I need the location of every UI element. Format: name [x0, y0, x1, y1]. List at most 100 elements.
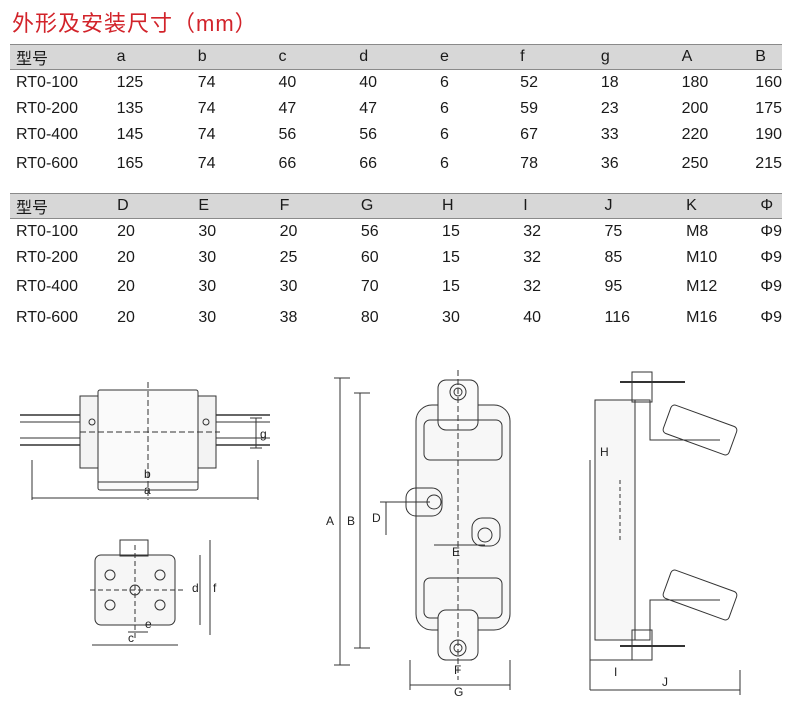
label-f: f	[213, 581, 217, 595]
table-cell: 40	[359, 74, 378, 91]
table-cell: 95	[604, 278, 623, 295]
table-cell: 32	[523, 278, 542, 295]
table-cell: 74	[197, 155, 216, 172]
table-cell: 180	[681, 74, 709, 91]
table-cell: 40	[278, 74, 297, 91]
header-cell: I	[517, 193, 599, 219]
table-row: RT0-100 125 74 40 40 6 52 18 180 160	[10, 70, 782, 97]
dimension-table-1: 型号 a b c d e f g A B RT0-100 125 74 40 4…	[10, 44, 782, 180]
profile-view-drawing	[589, 371, 741, 695]
table-cell: 20	[117, 309, 135, 326]
table-cell: 20	[279, 223, 298, 240]
table-cell: RT0-200	[16, 249, 78, 266]
table-cell: RT0-400	[16, 126, 78, 143]
header-cell: d	[353, 44, 434, 70]
table-cell: 30	[198, 249, 217, 266]
table-cell: 33	[600, 126, 619, 143]
table-cell: 74	[197, 126, 216, 143]
table-cell: 30	[198, 223, 217, 240]
table-cell: RT0-600	[16, 309, 78, 326]
table-cell: 200	[681, 100, 709, 117]
table-cell: 175	[755, 100, 782, 117]
table-cell: 30	[198, 309, 217, 326]
table-cell: M8	[686, 223, 709, 240]
table-cell: 145	[116, 126, 144, 143]
header-cell: g	[594, 44, 676, 70]
table-cell: 85	[604, 249, 623, 266]
header-cell: H	[436, 193, 518, 219]
table-cell: 18	[600, 74, 619, 91]
header-cell: D	[111, 193, 193, 219]
table-cell: 250	[681, 155, 709, 172]
header-cell: b	[191, 44, 273, 70]
table-cell: Φ9	[760, 223, 782, 240]
table-cell: 56	[359, 126, 378, 143]
table-cell: 70	[360, 278, 379, 295]
dimension-drawings: g b a d f e c A B D E F G H I J	[20, 370, 741, 699]
label-G: G	[454, 685, 463, 699]
header-cell: G	[354, 193, 437, 219]
header-cell: c	[272, 44, 354, 70]
table-cell: 32	[523, 223, 542, 240]
table-row: RT0-400 20 30 30 70 15 32 95 M12 Φ9	[10, 271, 782, 303]
table-cell: 38	[279, 309, 298, 326]
front-view-drawing	[334, 370, 511, 690]
table-row: RT0-200 20 30 25 60 15 32 85 M10 Φ9	[10, 245, 782, 271]
table-cell: 220	[681, 126, 709, 143]
label-g: g	[260, 427, 267, 441]
header-cell: Φ	[754, 193, 782, 219]
table-cell: M10	[686, 249, 718, 266]
table-cell: 80	[360, 309, 379, 326]
label-A: A	[326, 514, 334, 528]
end-view-drawing	[90, 539, 211, 646]
table-cell: RT0-400	[16, 278, 78, 295]
table-cell: 165	[116, 155, 144, 172]
table-cell: 40	[523, 309, 542, 326]
table-cell: 23	[600, 100, 619, 117]
page-title: 外形及安装尺寸（mm）	[12, 11, 258, 36]
table-cell: M12	[686, 278, 718, 295]
header-cell: A	[675, 44, 750, 70]
table-cell: 30	[198, 278, 217, 295]
header-cell: K	[680, 193, 755, 219]
header-cell: a	[110, 44, 192, 70]
table-cell: 56	[278, 126, 297, 143]
header-cell: F	[273, 193, 355, 219]
table-cell: RT0-200	[16, 100, 78, 117]
table-cell: 190	[755, 126, 782, 143]
table-row: RT0-400 145 74 56 56 6 67 33 220 190	[10, 122, 782, 148]
label-a: a	[144, 483, 151, 497]
table-cell: Φ9	[760, 278, 782, 295]
table-cell: Φ9	[760, 309, 782, 326]
header-cell: e	[433, 44, 515, 70]
table-cell: 74	[197, 100, 216, 117]
table-cell: 59	[520, 100, 538, 117]
table-header-row: 型号 D E F G H I J K Φ	[10, 193, 782, 219]
table-cell: 75	[604, 223, 623, 240]
table-cell: 66	[359, 155, 378, 172]
table-cell: RT0-100	[16, 223, 78, 240]
side-view-drawing	[20, 382, 270, 500]
table-cell: 30	[279, 278, 298, 295]
table-cell: Φ9	[760, 249, 782, 266]
table-cell: 74	[197, 74, 216, 91]
label-J: J	[662, 675, 668, 689]
table-cell: 32	[523, 249, 542, 266]
label-H: H	[600, 445, 609, 459]
header-cell: f	[514, 44, 595, 70]
header-cell: E	[192, 193, 274, 219]
label-b: b	[144, 467, 151, 481]
table-cell: 20	[117, 278, 135, 295]
table-cell: 25	[279, 249, 298, 266]
header-cell: B	[749, 44, 782, 70]
table-cell: 6	[439, 155, 449, 172]
table-row: RT0-600 20 30 38 80 30 40 116 M16 Φ9	[10, 303, 782, 333]
table-cell: M16	[686, 309, 718, 326]
table-cell: 116	[604, 309, 631, 326]
table-cell: 160	[755, 74, 782, 91]
table-row: RT0-200 135 74 47 47 6 59 23 200 175	[10, 96, 782, 122]
table-cell: 60	[360, 249, 379, 266]
table-cell: 66	[278, 155, 297, 172]
table-cell: 56	[360, 223, 379, 240]
label-c: c	[128, 631, 134, 645]
